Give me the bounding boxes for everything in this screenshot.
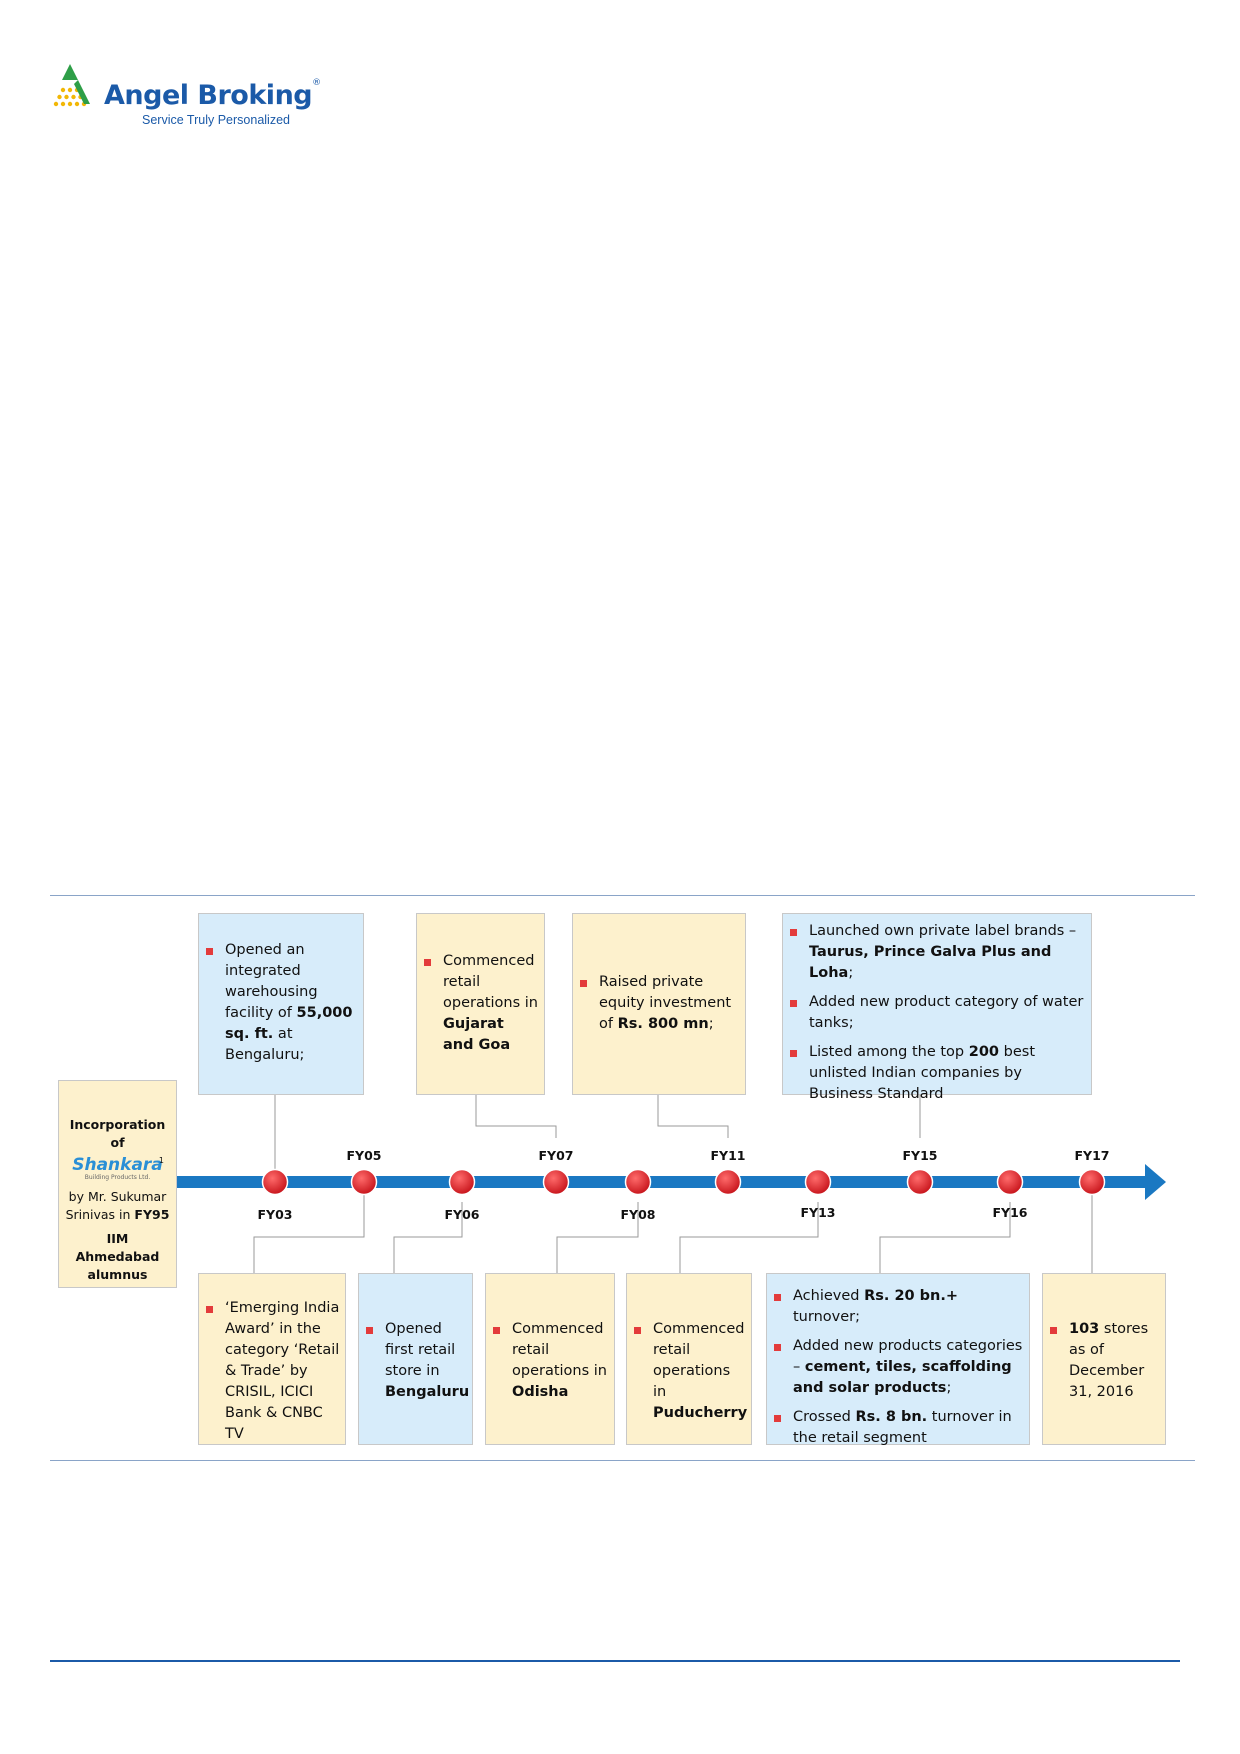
milestone-box-fy06: Opened first retail store in Bengaluru [358,1273,473,1445]
milestone-fy17-item: 103 stores as of December 31, 2016 [1047,1319,1161,1403]
milestone-box-fy07: Commenced retail operations in Gujarat a… [416,913,545,1095]
section-bottom-rule [50,1460,1195,1461]
node-fy03 [261,1168,289,1196]
shankara-logo-subtext: Building Products Ltd. [84,1174,151,1181]
milestone-box-fy16: Achieved Rs. 20 bn.+ turnover; Added new… [766,1273,1030,1446]
incorporation-heading: Incorporation of [69,1117,166,1150]
incorporation-box: Incorporation of Shankara Building Produ… [58,1080,177,1288]
year-label-fy15: FY15 [902,1148,938,1163]
milestone-fy06-item: Opened first retail store in Bengaluru [363,1319,469,1403]
registered-mark: ® [312,78,321,88]
bottom-connectors [253,1195,1093,1273]
footnote-mark: 1 [158,1156,164,1165]
year-label-fy05: FY05 [346,1148,382,1163]
year-label-fy08: FY08 [620,1207,656,1222]
timeline-arrow-shaft [176,1176,1150,1188]
milestone-fy15-item-2: Added new product category of water tank… [787,992,1085,1034]
milestone-box-fy17: 103 stores as of December 31, 2016 [1042,1273,1166,1445]
milestone-fy03-item: Opened an integrated warehousing facilit… [203,940,353,1066]
year-label-fy16: FY16 [992,1205,1028,1220]
timeline-nodes [261,1168,1106,1196]
milestone-box-fy15: Launched own private label brands – Taur… [782,913,1092,1102]
milestone-box-fy13: Commenced retail operations in Puducherr… [626,1273,752,1445]
milestone-fy16-item-2: Added new products categories – cement, … [771,1336,1025,1399]
milestone-fy15-item-1: Launched own private label brands – Taur… [787,921,1085,984]
brand-name: Angel Broking [104,80,313,111]
milestone-fy07-item: Commenced retail operations in Gujarat a… [421,951,538,1056]
year-label-fy07: FY07 [538,1148,574,1163]
year-label-fy11: FY11 [710,1148,746,1163]
milestone-box-fy05: ‘Emerging India Award’ in the category ‘… [198,1273,346,1445]
year-label-fy13: FY13 [800,1205,836,1220]
year-label-fy03: FY03 [257,1207,293,1222]
node-fy15 [906,1168,934,1196]
incorporation-founder: by Mr. Sukumar Srinivas in FY95 [65,1189,170,1222]
timeline-arrowhead-icon [1145,1164,1166,1200]
logo-mark-icon [53,64,90,107]
year-label-fy17: FY17 [1074,1148,1110,1163]
incorporation-alumnus: IIM Ahmedabad alumnus [75,1231,160,1282]
shankara-logo: Shankara Building Products Ltd. 1 [63,1156,172,1186]
node-fy13 [804,1168,832,1196]
milestone-box-fy03: Opened an integrated warehousing facilit… [198,913,364,1095]
milestone-fy13-item: Commenced retail operations in Puducherr… [631,1319,747,1424]
milestone-box-fy11: Raised private equity investment of Rs. … [572,913,746,1095]
section-top-rule [50,895,1195,896]
node-fy08 [624,1168,652,1196]
milestone-fy16-item-3: Crossed Rs. 8 bn. turnover in the retail… [771,1407,1025,1449]
milestone-fy05-item: ‘Emerging India Award’ in the category ‘… [203,1298,341,1445]
milestone-fy08-item: Commenced retail operations in Odisha [490,1319,610,1403]
footer-rule [50,1660,1180,1662]
node-fy06 [448,1168,476,1196]
node-fy16 [996,1168,1024,1196]
node-fy11 [714,1168,742,1196]
top-connectors [274,1093,921,1180]
year-label-fy06: FY06 [444,1207,480,1222]
node-fy05 [350,1168,378,1196]
node-fy17 [1078,1168,1106,1196]
milestone-fy11-item: Raised private equity investment of Rs. … [577,972,739,1035]
milestone-fy16-item-1: Achieved Rs. 20 bn.+ turnover; [771,1286,1025,1328]
brand-tagline: Service Truly Personalized [142,113,290,127]
milestone-box-fy08: Commenced retail operations in Odisha [485,1273,615,1445]
shankara-logo-text: Shankara [72,1155,163,1175]
node-fy07 [542,1168,570,1196]
milestone-fy15-item-3: Listed among the top 200 best unlisted I… [787,1042,1085,1105]
